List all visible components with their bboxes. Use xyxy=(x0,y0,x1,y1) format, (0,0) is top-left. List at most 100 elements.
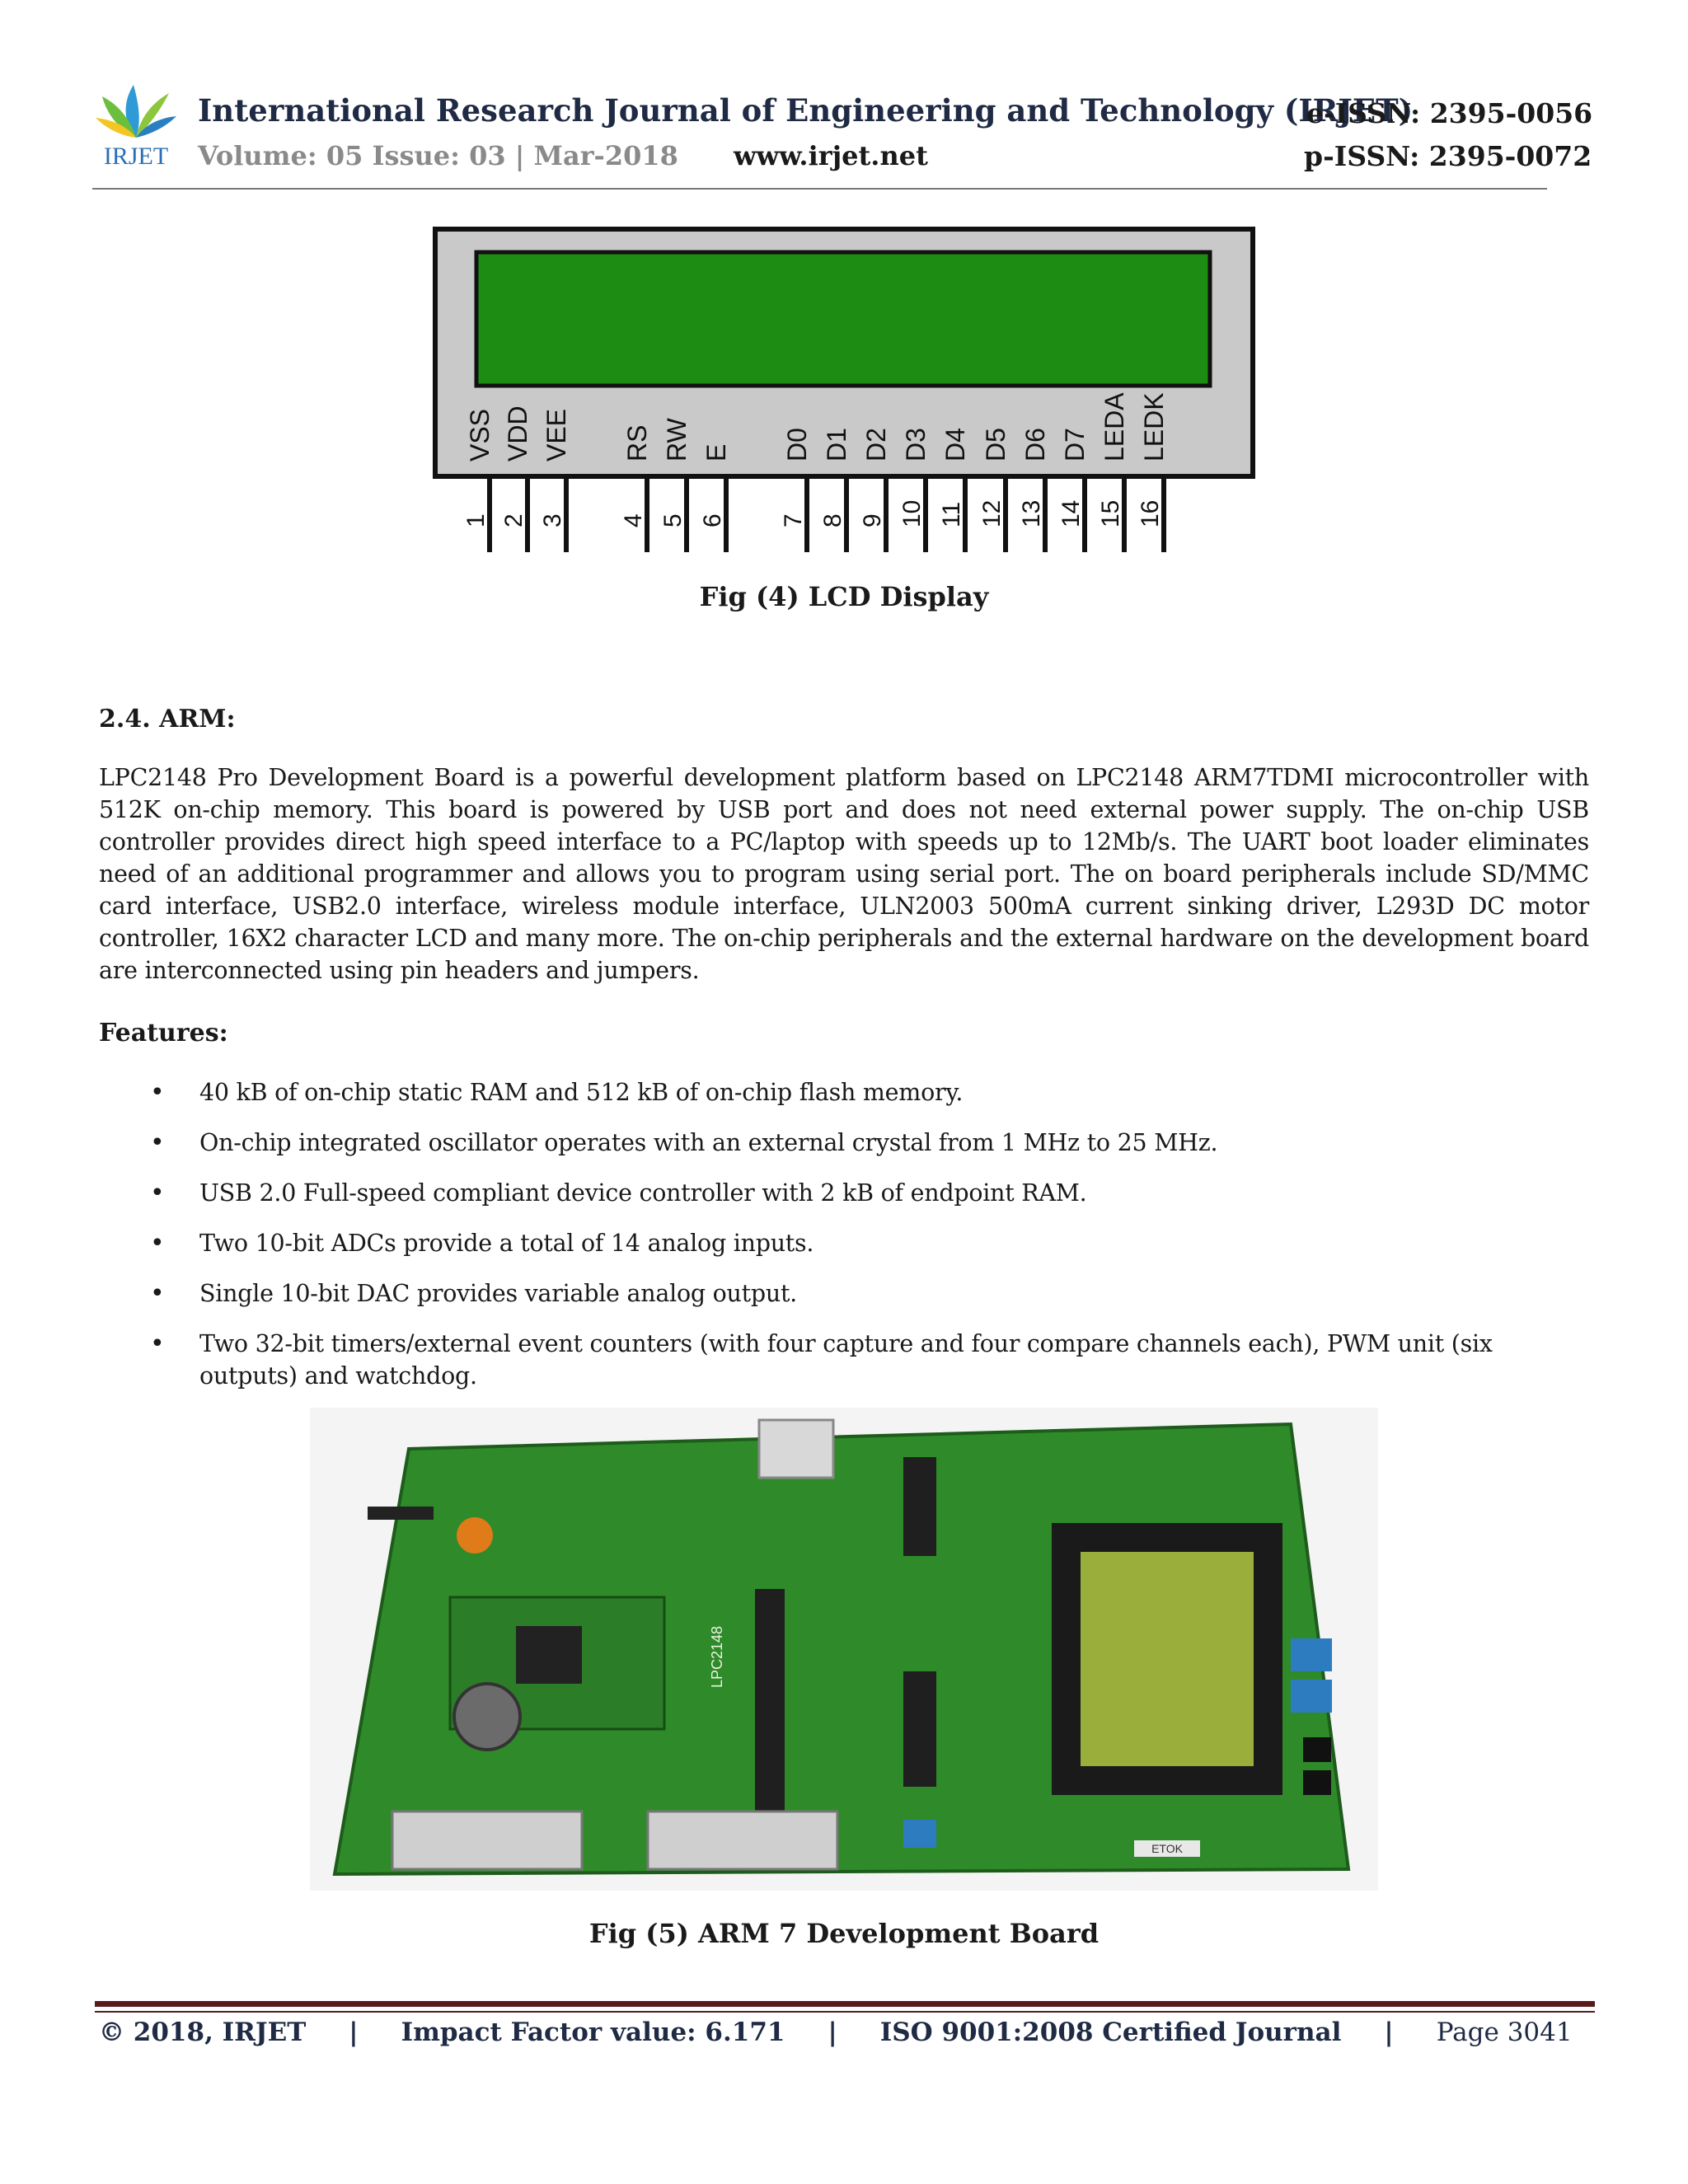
body-paragraph: LPC2148 Pro Development Board is a power… xyxy=(99,764,1589,984)
lcd-pin-number: 5 xyxy=(659,513,687,527)
jumper-header-icon xyxy=(903,1457,936,1556)
footer-separator: | xyxy=(349,2018,359,2047)
logo-text: IRJET xyxy=(104,143,168,169)
usb-port-icon xyxy=(757,1418,835,1479)
lcd-pin-number: 16 xyxy=(1137,500,1164,527)
footer: © 2018, IRJET | Impact Factor value: 6.171… xyxy=(99,2018,1573,2047)
lcd-pin-lead xyxy=(804,475,809,552)
footer-copyright: © 2018, IRJET xyxy=(99,2018,307,2047)
lcd-pin-lead xyxy=(923,475,928,552)
potentiometer-icon xyxy=(903,1820,936,1848)
section-heading: 2.4. ARM: xyxy=(99,705,236,733)
footer-separator: | xyxy=(1384,2018,1394,2047)
lcd-pin-lead xyxy=(645,475,649,552)
list-item: Two 32-bit timers/external event counter… xyxy=(99,1328,1595,1392)
pissn: p-ISSN: 2395-0072 xyxy=(1304,140,1592,172)
list-item: Two 10-bit ADCs provide a total of 14 an… xyxy=(99,1227,1595,1259)
eissn: e-ISSN: 2395-0056 xyxy=(1306,97,1593,129)
chip-label: LPC2148 xyxy=(709,1626,725,1688)
lcd-pin-lead xyxy=(487,475,492,552)
lcd-pin-number: 4 xyxy=(620,513,647,527)
lcd-pin-lead xyxy=(1043,475,1048,552)
journal-title: International Research Journal of Engine… xyxy=(198,92,1414,129)
lcd-pin-lead xyxy=(1082,475,1087,552)
lcd-pin-label: D2 xyxy=(861,428,891,462)
lcd-pin-label: D7 xyxy=(1060,428,1090,462)
footer-impact-factor: Impact Factor value: 6.171 xyxy=(401,2018,785,2047)
lcd-pin-label: D5 xyxy=(981,428,1010,462)
lcd-pin-label: E xyxy=(701,444,731,462)
lcd-screen xyxy=(474,250,1212,388)
potentiometer-icon xyxy=(1291,1680,1332,1713)
lcd-pin-lead xyxy=(525,475,530,552)
lcd-pin-lead xyxy=(724,475,729,552)
features-list: 40 kB of on-chip static RAM and 512 kB o… xyxy=(99,1076,1595,1410)
pin-header-icon xyxy=(755,1589,785,1836)
lcd-pin-number: 11 xyxy=(938,502,965,527)
lcd-pin-label: D1 xyxy=(822,428,851,462)
lcd-pin-label: RW xyxy=(662,417,692,462)
lcd-pin-label: VEE xyxy=(542,409,571,462)
lcd-pin-label: LEDK xyxy=(1139,392,1169,462)
lcd-pin-number: 2 xyxy=(500,513,528,527)
push-button-icon xyxy=(1303,1737,1331,1762)
footer-divider xyxy=(95,2001,1595,2007)
potentiometer-icon xyxy=(1291,1638,1332,1671)
push-button-icon xyxy=(1303,1770,1331,1795)
coin-battery-icon xyxy=(452,1682,522,1751)
footer-page-number: Page 3041 xyxy=(1436,2018,1573,2047)
lcd-pin-number: 10 xyxy=(898,500,926,527)
lcd-pin-number: 3 xyxy=(539,513,566,527)
list-item: Single 10-bit DAC provides variable anal… xyxy=(99,1277,1595,1310)
serial-port-icon xyxy=(391,1810,584,1871)
lcd-pins: VSS1VDD2VEE3RS4RW5E6D07D18D29D310D411D51… xyxy=(462,392,1169,552)
lcd-display-figure: VSS1VDD2VEE3RS4RW5E6D07D18D29D310D411D51… xyxy=(433,227,1255,552)
lcd-pin-label: D4 xyxy=(940,428,970,462)
lcd-pin-number: 7 xyxy=(780,513,807,527)
footer-iso: ISO 9001:2008 Certified Journal xyxy=(879,2018,1342,2047)
capacitor-icon xyxy=(457,1517,493,1554)
lcd-pin-label: D0 xyxy=(782,428,812,462)
lcd-pin-lead xyxy=(1122,475,1127,552)
lcd-pin-number: 8 xyxy=(819,513,846,527)
lcd-pin-lead xyxy=(884,475,889,552)
journal-website-link[interactable]: www.irjet.net xyxy=(734,140,928,171)
lcd-pin-lead xyxy=(684,475,689,552)
serial-port-icon xyxy=(646,1810,839,1871)
footer-separator: | xyxy=(828,2018,837,2047)
footer-divider-thin xyxy=(95,2011,1595,2013)
lcd-pin-lead xyxy=(564,475,569,552)
lcd-pin-label: VDD xyxy=(503,405,532,462)
lcd-pin-number: 13 xyxy=(1018,500,1045,527)
lcd-pin-number: 9 xyxy=(859,513,886,527)
mcu-chip-icon xyxy=(516,1626,582,1684)
brand-plate xyxy=(1134,1840,1200,1857)
brand-label: ETOK xyxy=(1151,1842,1184,1855)
features-heading: Features: xyxy=(99,1019,228,1047)
figure-5-caption: Fig (5) ARM 7 Development Board xyxy=(588,1918,1100,1949)
logo-leaves-icon xyxy=(96,85,176,138)
lcd-pin-number: 12 xyxy=(978,500,1006,527)
irjet-logo: IRJET xyxy=(96,85,176,169)
lcd-pin-lead xyxy=(844,475,849,552)
lcd-pin-lead xyxy=(963,475,968,552)
lcd-pin-label: RS xyxy=(622,425,652,462)
lcd-pin-number: 14 xyxy=(1057,500,1085,527)
lcd-pin-label: LEDA xyxy=(1100,392,1129,462)
lcd-pin-label: VSS xyxy=(465,409,495,462)
volume-issue: Volume: 05 Issue: 03 | Mar-2018 xyxy=(198,140,678,171)
lcd-pin-lead xyxy=(1003,475,1008,552)
list-item: 40 kB of on-chip static RAM and 512 kB o… xyxy=(99,1076,1595,1108)
figure-4-caption: Fig (4) LCD Display xyxy=(699,581,989,612)
lcd-pin-lead xyxy=(1161,475,1166,552)
list-item: On-chip integrated oscillator operates w… xyxy=(99,1127,1595,1159)
lcd-pin-number: 15 xyxy=(1097,500,1124,527)
lcd-pin-label: D6 xyxy=(1020,428,1050,462)
lcd-pin-number: 6 xyxy=(699,513,726,527)
arm-development-board-figure: LPC2148 ETOK xyxy=(310,1408,1378,1891)
board-lcd-screen xyxy=(1081,1552,1254,1766)
jumper-header-icon xyxy=(903,1671,936,1787)
power-switch-icon xyxy=(368,1507,434,1520)
header-divider xyxy=(92,188,1547,190)
lcd-pin-label: D3 xyxy=(901,428,931,462)
